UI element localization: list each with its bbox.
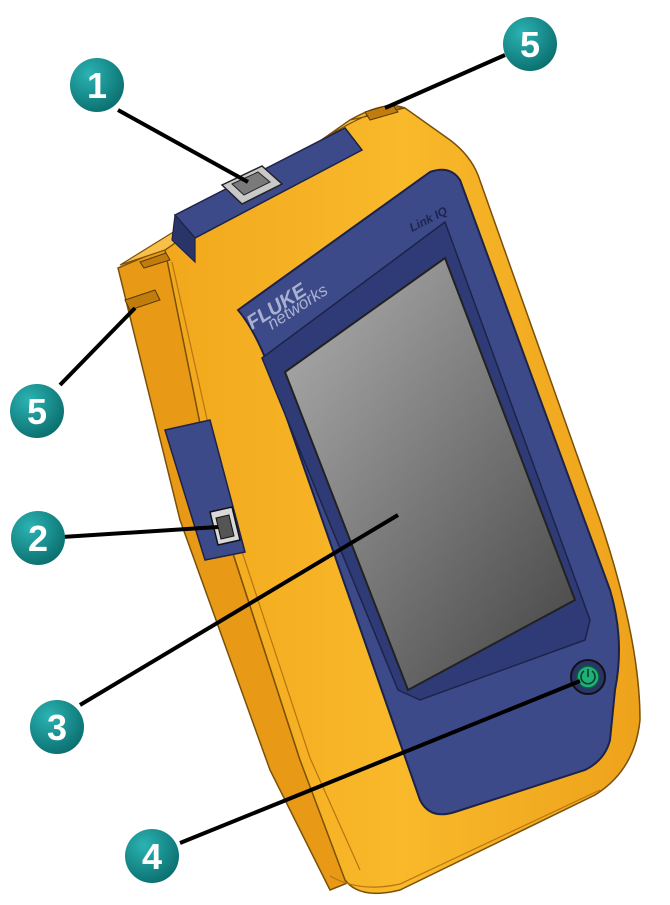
rj45-port-housing <box>171 127 364 264</box>
leader-line-3 <box>78 513 400 707</box>
callout-4: 4 <box>125 829 179 883</box>
svg-text:3: 3 <box>47 707 67 748</box>
callout-1: 1 <box>70 58 124 112</box>
body-seam <box>171 261 361 871</box>
callout-3: 3 <box>30 700 84 754</box>
power-button[interactable] <box>570 659 606 695</box>
svg-text:4: 4 <box>142 836 162 877</box>
leader-line-4 <box>179 679 581 845</box>
leader-line-2 <box>61 525 219 539</box>
leader-line-5-left <box>58 306 137 387</box>
svg-text:5: 5 <box>520 24 540 65</box>
usb-port-housing <box>164 419 246 561</box>
callout-5-left: 5 <box>10 384 64 438</box>
callout-5-top: 5 <box>503 17 557 71</box>
leader-line-5-top <box>384 53 506 110</box>
svg-text:1: 1 <box>87 65 107 106</box>
front-panel: FLUKE networks Link IQ <box>236 168 620 816</box>
svg-text:5: 5 <box>27 391 47 432</box>
strap-slot-left-upper <box>139 252 171 269</box>
leader-line-1 <box>117 108 249 184</box>
touchscreen[interactable] <box>283 256 577 692</box>
svg-text:2: 2 <box>28 518 48 559</box>
strap-slot-left <box>124 289 161 311</box>
body-bottom-trim <box>329 789 601 888</box>
leader-lines <box>58 53 581 845</box>
power-icon <box>580 669 596 685</box>
callout-2: 2 <box>11 511 65 565</box>
